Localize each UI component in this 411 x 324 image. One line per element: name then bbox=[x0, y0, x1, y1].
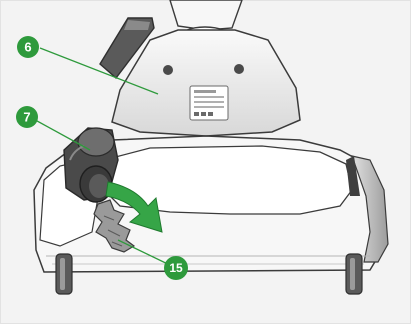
callout-7: 7 bbox=[16, 106, 38, 128]
wheel-right-highlight bbox=[350, 258, 355, 290]
callout-6-label: 6 bbox=[24, 40, 31, 55]
rating-label bbox=[190, 86, 228, 120]
callout-15: 15 bbox=[164, 256, 188, 280]
wheel-left-highlight bbox=[60, 258, 65, 290]
handle-neck bbox=[170, 0, 242, 30]
callout-6: 6 bbox=[17, 36, 39, 58]
screw-left bbox=[163, 65, 173, 75]
callout-15-label: 15 bbox=[169, 261, 183, 275]
callout-7-label: 7 bbox=[23, 110, 30, 125]
screw-right bbox=[234, 64, 244, 74]
